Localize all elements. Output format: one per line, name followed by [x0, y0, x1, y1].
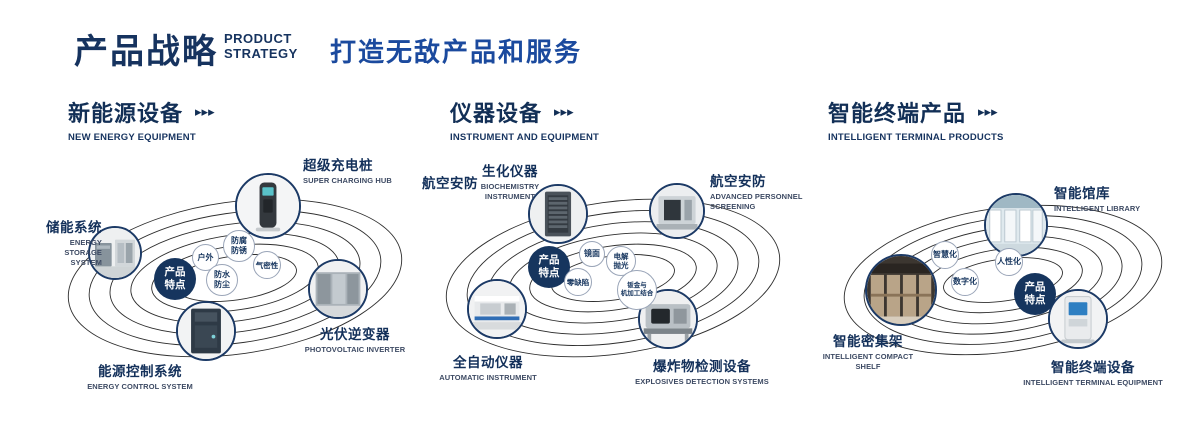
personnel-screening-subtitle: ADVANCED PERSONNEL SCREENING: [710, 192, 803, 211]
energy-control-system-title: 能源控制系统: [98, 364, 182, 379]
photovoltaic-inverter-subtitle: PHOTOVOLTAIC INVERTER: [304, 345, 406, 354]
feature-anti-corrosion: 防腐 防锈: [223, 230, 255, 262]
photovoltaic-inverter-title: 光伏逆变器: [320, 327, 390, 342]
personnel-screening-title: 航空安防: [710, 174, 766, 189]
automatic-instrument-image: [469, 281, 525, 337]
super-charging-hub-image: [237, 175, 299, 237]
label-super-charging-hub: 超级充电桩 SUPER CHARGING HUB: [303, 154, 433, 186]
intelligent-library-subtitle: INTELLIGENT LIBRARY: [1054, 204, 1141, 213]
biochemistry-instrument-image: [530, 186, 586, 242]
node-intelligent-compact-shelf: [865, 254, 937, 326]
intelligent-library-image: [986, 195, 1046, 255]
intelligent-compact-shelf-image: [867, 256, 935, 324]
label-photovoltaic-inverter: 光伏逆变器 PHOTOVOLTAIC INVERTER: [290, 323, 420, 355]
section-header-new-energy: 新能源设备 ▸▸▸ NEW ENERGY EQUIPMENT: [68, 96, 215, 143]
intelligent-terminal-equipment-image: [1050, 291, 1106, 347]
product-features-badge: 产品 特点: [1014, 273, 1056, 315]
label-explosives-detection: 爆炸物检测设备 EXPLOSIVES DETECTION SYSTEMS: [612, 355, 792, 387]
node-biochemistry-instrument: [528, 184, 588, 244]
page-title-english-line2: STRATEGY: [224, 45, 298, 61]
feature-waterproof: 防水 防尘: [206, 264, 238, 296]
section-header-instrument: 仪器设备 ▸▸▸ INSTRUMENT AND EQUIPMENT: [450, 96, 599, 143]
automatic-instrument-title: 全自动仪器: [453, 355, 523, 370]
label-intelligent-library: 智能馆库 INTELLIGENT LIBRARY: [1054, 182, 1174, 214]
label-energy-storage: 储能系统 ENERGY STORAGE SYSTEM: [32, 216, 102, 267]
node-super-charging-hub: [235, 173, 301, 239]
label-personnel-screening: 航空安防 ADVANCED PERSONNEL SCREENING: [710, 170, 820, 212]
chevron-right-icon: ▸▸▸: [978, 104, 998, 119]
intelligent-compact-shelf-subtitle: INTELLIGENT COMPACT SHELF: [822, 352, 914, 371]
orbit-diagram-intelligent-terminal: 智能馆库 INTELLIGENT LIBRARY 智能密集架 INTELLIGE…: [808, 150, 1198, 415]
section-title-instrument: 仪器设备: [450, 101, 543, 126]
feature-digital: 数字化: [951, 268, 979, 296]
product-features-badge: 产品 特点: [154, 258, 196, 300]
section-subtitle-new-energy: NEW ENERGY EQUIPMENT: [68, 132, 196, 143]
node-intelligent-terminal-equipment: [1048, 289, 1108, 349]
node-energy-control-system: [176, 301, 236, 361]
biochemistry-instrument-title: 生化仪器: [482, 164, 538, 179]
energy-storage-subtitle: ENERGY STORAGE SYSTEM: [64, 238, 102, 267]
section-subtitle-intelligent-terminal: INTELLIGENT TERMINAL PRODUCTS: [828, 132, 1004, 143]
energy-control-system-subtitle: ENERGY CONTROL SYSTEM: [87, 382, 193, 391]
super-charging-hub-subtitle: SUPER CHARGING HUB: [303, 176, 392, 185]
page-slogan: 打造无敌产品和服务: [330, 37, 583, 67]
feature-intelligent: 智慧化: [931, 241, 959, 269]
automatic-instrument-subtitle: AUTOMATIC INSTRUMENT: [439, 373, 537, 382]
node-energy-storage: [88, 226, 142, 280]
chevron-right-icon: ▸▸▸: [195, 104, 215, 119]
photovoltaic-inverter-image: [310, 261, 366, 317]
label-energy-control-system: 能源控制系统 ENERGY CONTROL SYSTEM: [60, 360, 220, 392]
page-title-english: PRODUCT STRATEGY: [224, 31, 298, 62]
node-photovoltaic-inverter: [308, 259, 368, 319]
product-features-badge: 产品 特点: [528, 246, 570, 288]
feature-air-tightness: 气密性: [253, 251, 281, 279]
label-intelligent-compact-shelf: 智能密集架 INTELLIGENT COMPACT SHELF: [808, 330, 928, 372]
node-automatic-instrument: [467, 279, 527, 339]
label-aviation-security: 航空安防: [422, 172, 478, 192]
intelligent-terminal-equipment-subtitle: INTELLIGENT TERMINAL EQUIPMENT: [1023, 378, 1163, 387]
explosives-detection-subtitle: EXPLOSIVES DETECTION SYSTEMS: [635, 377, 769, 386]
orbit-diagram-instrument: 航空安防 生化仪器 BIOCHEMISTRY INSTRUMENT: [418, 148, 808, 413]
explosives-detection-title: 爆炸物检测设备: [653, 359, 751, 374]
energy-storage-title: 储能系统: [46, 220, 102, 235]
section-title-intelligent-terminal: 智能终端产品: [828, 101, 967, 126]
intelligent-terminal-equipment-title: 智能终端设备: [1051, 360, 1135, 375]
super-charging-hub-title: 超级充电桩: [303, 158, 373, 173]
label-automatic-instrument: 全自动仪器 AUTOMATIC INSTRUMENT: [428, 351, 548, 383]
page-title-english-line1: PRODUCT: [224, 31, 292, 46]
energy-control-system-image: [178, 303, 234, 359]
page-title: 产品战略: [74, 33, 218, 71]
feature-sheet-metal-machining: 钣金与 机加工结合: [617, 270, 657, 310]
feature-electropolish: 电解 抛光: [606, 246, 636, 276]
chevron-right-icon: ▸▸▸: [554, 104, 574, 119]
personnel-screening-image: [651, 185, 703, 237]
feature-mirror-finish: 镜面: [579, 241, 605, 267]
node-intelligent-library: [984, 193, 1048, 257]
label-intelligent-terminal-equipment: 智能终端设备 INTELLIGENT TERMINAL EQUIPMENT: [1008, 356, 1178, 388]
intelligent-library-title: 智能馆库: [1054, 186, 1110, 201]
feature-humanized: 人性化: [995, 248, 1023, 276]
orbit-diagram-new-energy: 储能系统 ENERGY STORAGE SYSTEM 超级充电桩 SUPER C…: [40, 148, 430, 413]
biochemistry-instrument-subtitle: BIOCHEMISTRY INSTRUMENT: [480, 182, 540, 201]
section-subtitle-instrument: INSTRUMENT AND EQUIPMENT: [450, 132, 600, 143]
aviation-security-title: 航空安防: [422, 176, 478, 191]
node-explosives-detection: [638, 289, 698, 349]
feature-zero-defect: 零缺陷: [564, 268, 592, 296]
section-header-intelligent-terminal: 智能终端产品 ▸▸▸ INTELLIGENT TERMINAL PRODUCTS: [828, 96, 1004, 143]
node-personnel-screening: [649, 183, 705, 239]
intelligent-compact-shelf-title: 智能密集架: [833, 334, 903, 349]
energy-storage-image: [90, 228, 140, 278]
section-title-new-energy: 新能源设备: [68, 101, 184, 126]
label-biochemistry-instrument: 生化仪器 BIOCHEMISTRY INSTRUMENT: [460, 160, 560, 202]
